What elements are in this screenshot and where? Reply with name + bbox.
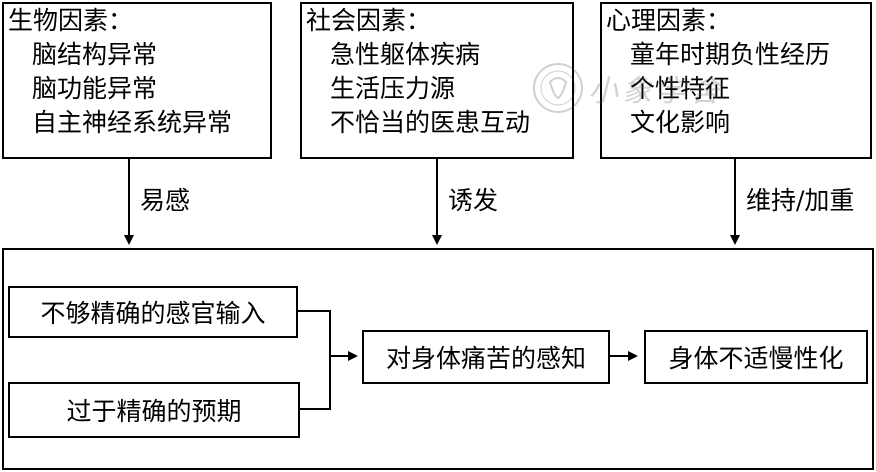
bio-item: 自主神经系统异常 bbox=[32, 108, 233, 137]
psych-factor-box: 心理因素： 童年时期负性经历 个性特征 文化影响 bbox=[600, 2, 872, 159]
social-item: 生活压力源 bbox=[330, 74, 456, 103]
social-item: 不恰当的医患互动 bbox=[330, 108, 531, 137]
bio-factor-box: 生物因素： 脑结构异常 脑功能异常 自主神经系统异常 bbox=[2, 2, 272, 159]
social-factor-box: 社会因素： 急性躯体疾病 生活压力源 不恰当的医患互动 bbox=[300, 2, 574, 159]
psych-item: 文化影响 bbox=[630, 108, 731, 137]
watermark-text: 小象学舍 bbox=[588, 74, 724, 109]
perception-box: 对身体痛苦的感知 bbox=[362, 330, 610, 384]
psych-item: 童年时期负性经历 bbox=[630, 40, 831, 69]
sensory-input-box: 不够精确的感官输入 bbox=[8, 286, 298, 338]
expectation-box: 过于精确的预期 bbox=[8, 382, 300, 438]
mechanism-container bbox=[2, 248, 874, 470]
chronic-discomfort-box: 身体不适慢性化 bbox=[644, 330, 868, 384]
arrow-label-social: 诱发 bbox=[448, 186, 499, 215]
arrow-label-bio: 易感 bbox=[140, 186, 191, 215]
watermark-seal-icon bbox=[533, 63, 583, 113]
social-item: 急性躯体疾病 bbox=[330, 40, 481, 69]
merge-bracket bbox=[298, 310, 331, 410]
arrow-label-psych: 维持/加重 bbox=[746, 186, 855, 215]
social-title: 社会因素： bbox=[306, 6, 432, 35]
psych-item: 个性特征 bbox=[630, 74, 731, 103]
bio-item: 脑结构异常 bbox=[32, 40, 158, 69]
bio-title: 生物因素： bbox=[8, 6, 134, 35]
psych-title: 心理因素： bbox=[606, 6, 732, 35]
watermark: 小象学舍 bbox=[528, 56, 828, 126]
bio-item: 脑功能异常 bbox=[32, 74, 158, 103]
